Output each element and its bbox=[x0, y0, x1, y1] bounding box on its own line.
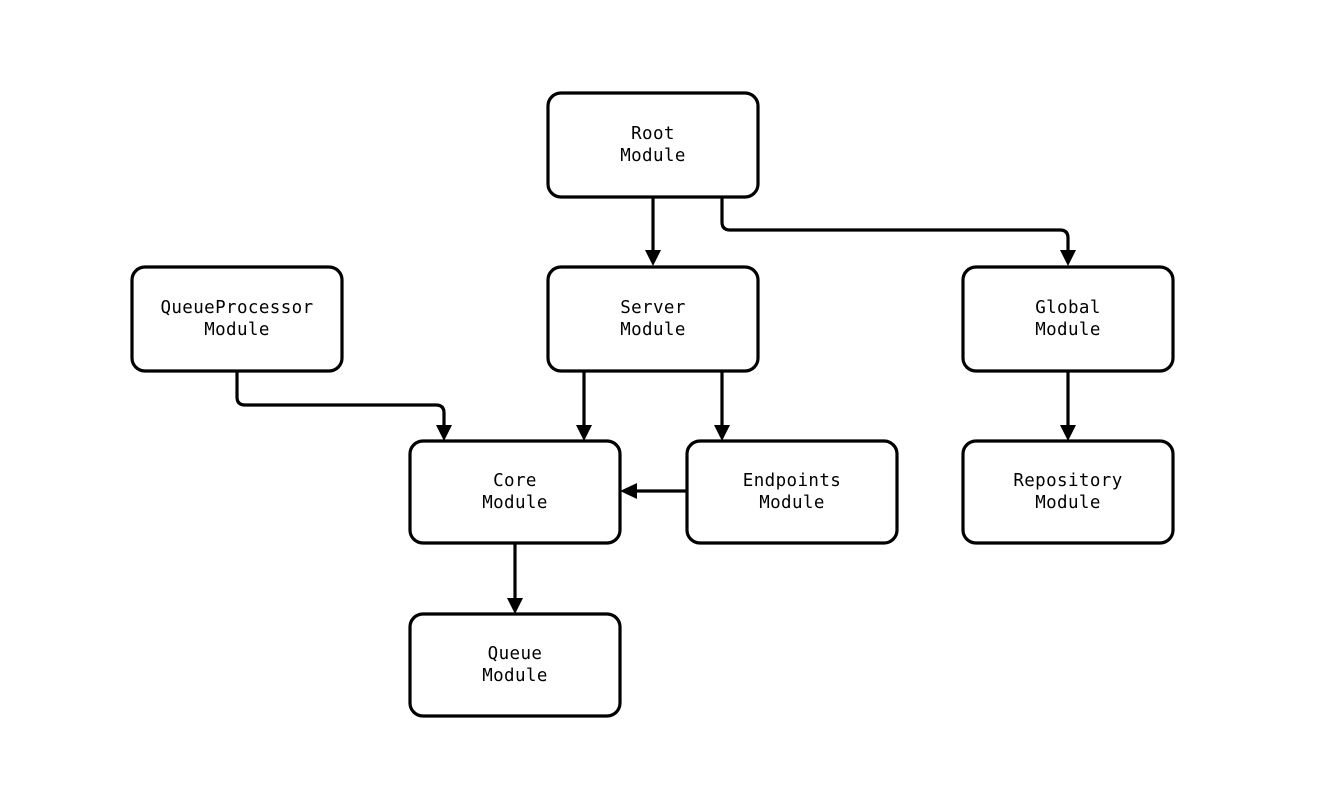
node-label-line1-repository: Repository bbox=[1013, 471, 1122, 491]
node-label-line1-endpoints: Endpoints bbox=[743, 471, 841, 491]
nodes-layer: RootModuleQueueProcessorModuleServerModu… bbox=[130, 91, 1175, 718]
node-box-root[interactable] bbox=[546, 91, 760, 199]
node-box-global[interactable] bbox=[961, 265, 1175, 373]
edge-core-to-queue bbox=[507, 543, 523, 614]
node-box-queue[interactable] bbox=[408, 612, 622, 718]
arrowhead-icon bbox=[507, 598, 523, 614]
node-label-line1-queueprocessor: QueueProcessor bbox=[160, 298, 313, 318]
node-label-line2-queueprocessor: Module bbox=[204, 320, 270, 340]
node-box-server[interactable] bbox=[546, 265, 760, 373]
node-label-line2-repository: Module bbox=[1035, 493, 1101, 513]
edges-layer bbox=[235, 197, 1076, 614]
node-label-line1-root: Root bbox=[631, 124, 675, 144]
node-box-repository[interactable] bbox=[961, 439, 1175, 545]
node-label-line2-core: Module bbox=[482, 493, 548, 513]
arrowhead-icon bbox=[645, 250, 661, 266]
node-label-line2-global: Module bbox=[1035, 320, 1101, 340]
edge-line bbox=[235, 371, 446, 430]
node-label-line1-global: Global bbox=[1035, 298, 1101, 318]
arrowhead-icon bbox=[714, 425, 730, 441]
arrowhead-icon bbox=[436, 425, 452, 441]
edge-endpoints-to-core bbox=[620, 483, 687, 499]
node-box-endpoints[interactable] bbox=[685, 439, 899, 545]
node-box-queueprocessor[interactable] bbox=[130, 265, 344, 373]
edge-line bbox=[720, 197, 1070, 255]
edge-queueprocessor-to-core bbox=[235, 371, 452, 441]
edge-root-to-global bbox=[720, 197, 1076, 266]
edge-server-to-endpoints bbox=[714, 371, 730, 441]
edge-server-to-core bbox=[576, 371, 592, 441]
node-label-line2-server: Module bbox=[620, 320, 686, 340]
node-label-line1-server: Server bbox=[620, 298, 686, 318]
arrowhead-icon bbox=[1060, 250, 1076, 266]
arrowhead-icon bbox=[576, 425, 592, 441]
arrowhead-icon bbox=[1060, 425, 1076, 441]
node-label-line2-endpoints: Module bbox=[759, 493, 825, 513]
edge-root-to-server bbox=[645, 197, 661, 266]
node-label-line1-core: Core bbox=[493, 471, 537, 491]
edge-global-to-repository bbox=[1060, 371, 1076, 441]
node-label-line1-queue: Queue bbox=[488, 644, 543, 664]
node-label-line2-root: Module bbox=[620, 146, 686, 166]
arrowhead-icon bbox=[620, 483, 637, 499]
node-box-core[interactable] bbox=[408, 439, 622, 545]
node-label-line2-queue: Module bbox=[482, 666, 548, 686]
